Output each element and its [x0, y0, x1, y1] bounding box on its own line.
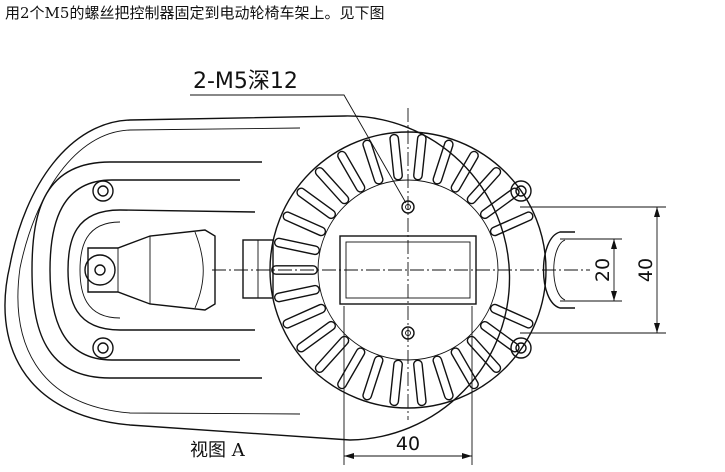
callout-leader: [190, 94, 407, 204]
instruction-text: 用2个M5的螺丝把控制器固定到电动轮椅车架上。见下图: [5, 4, 385, 22]
mounting-rail-core: [79, 221, 121, 319]
heatsink-fin: [282, 211, 327, 237]
heatsink-fin: [413, 133, 427, 181]
dimension-40-vertical-label: 40: [635, 258, 657, 282]
heatsink-fin: [314, 167, 350, 205]
heatsink-fin: [337, 347, 366, 390]
heatsink-fin: [389, 133, 403, 181]
heatsink-fin: [450, 150, 479, 193]
screw-boss-top-left: [92, 180, 114, 202]
mounting-rail-mid: [49, 179, 240, 361]
heatsink-fin: [432, 139, 454, 185]
view-label: 视图 A: [190, 440, 246, 461]
heatsink-fin: [296, 187, 336, 219]
heatsink-fin: [432, 355, 454, 401]
heatsink-fin: [274, 284, 320, 303]
heatsink-fins: [271, 133, 534, 407]
heatsink-fin: [362, 355, 384, 401]
heatsink-fin: [282, 303, 327, 329]
heatsink-fin: [413, 359, 427, 407]
heatsink-fin: [489, 303, 534, 329]
heatsink-fin: [271, 265, 318, 275]
heatsink-fin: [466, 335, 502, 373]
cable-gland: [84, 229, 216, 311]
screw-boss-bottom-right: [510, 337, 532, 359]
mounting-rail-inner: [67, 209, 256, 331]
heatsink-fin: [466, 167, 502, 205]
heatsink-fin: [480, 187, 520, 219]
housing-inner-outline: [17, 127, 301, 415]
screw-boss-top-right: [510, 180, 532, 202]
hole-callout-text: 2-M5深12: [193, 69, 298, 94]
screw-boss-bottom-left: [92, 337, 114, 359]
dimension-40-horizontal-label: 40: [396, 433, 420, 455]
dimension-20-label: 20: [592, 258, 614, 282]
heatsink-fin: [296, 321, 336, 353]
heatsink-fin: [480, 321, 520, 353]
heatsink-fin: [389, 359, 403, 407]
mounting-rail-outer: [31, 161, 262, 379]
housing-outline: [4, 115, 511, 441]
heatsink-fin: [274, 237, 320, 256]
heatsink-fin: [362, 139, 384, 185]
heatsink-fin: [489, 211, 534, 237]
heatsink-fin: [337, 150, 366, 193]
heatsink-fin: [314, 335, 350, 373]
heatsink-fin: [450, 347, 479, 390]
